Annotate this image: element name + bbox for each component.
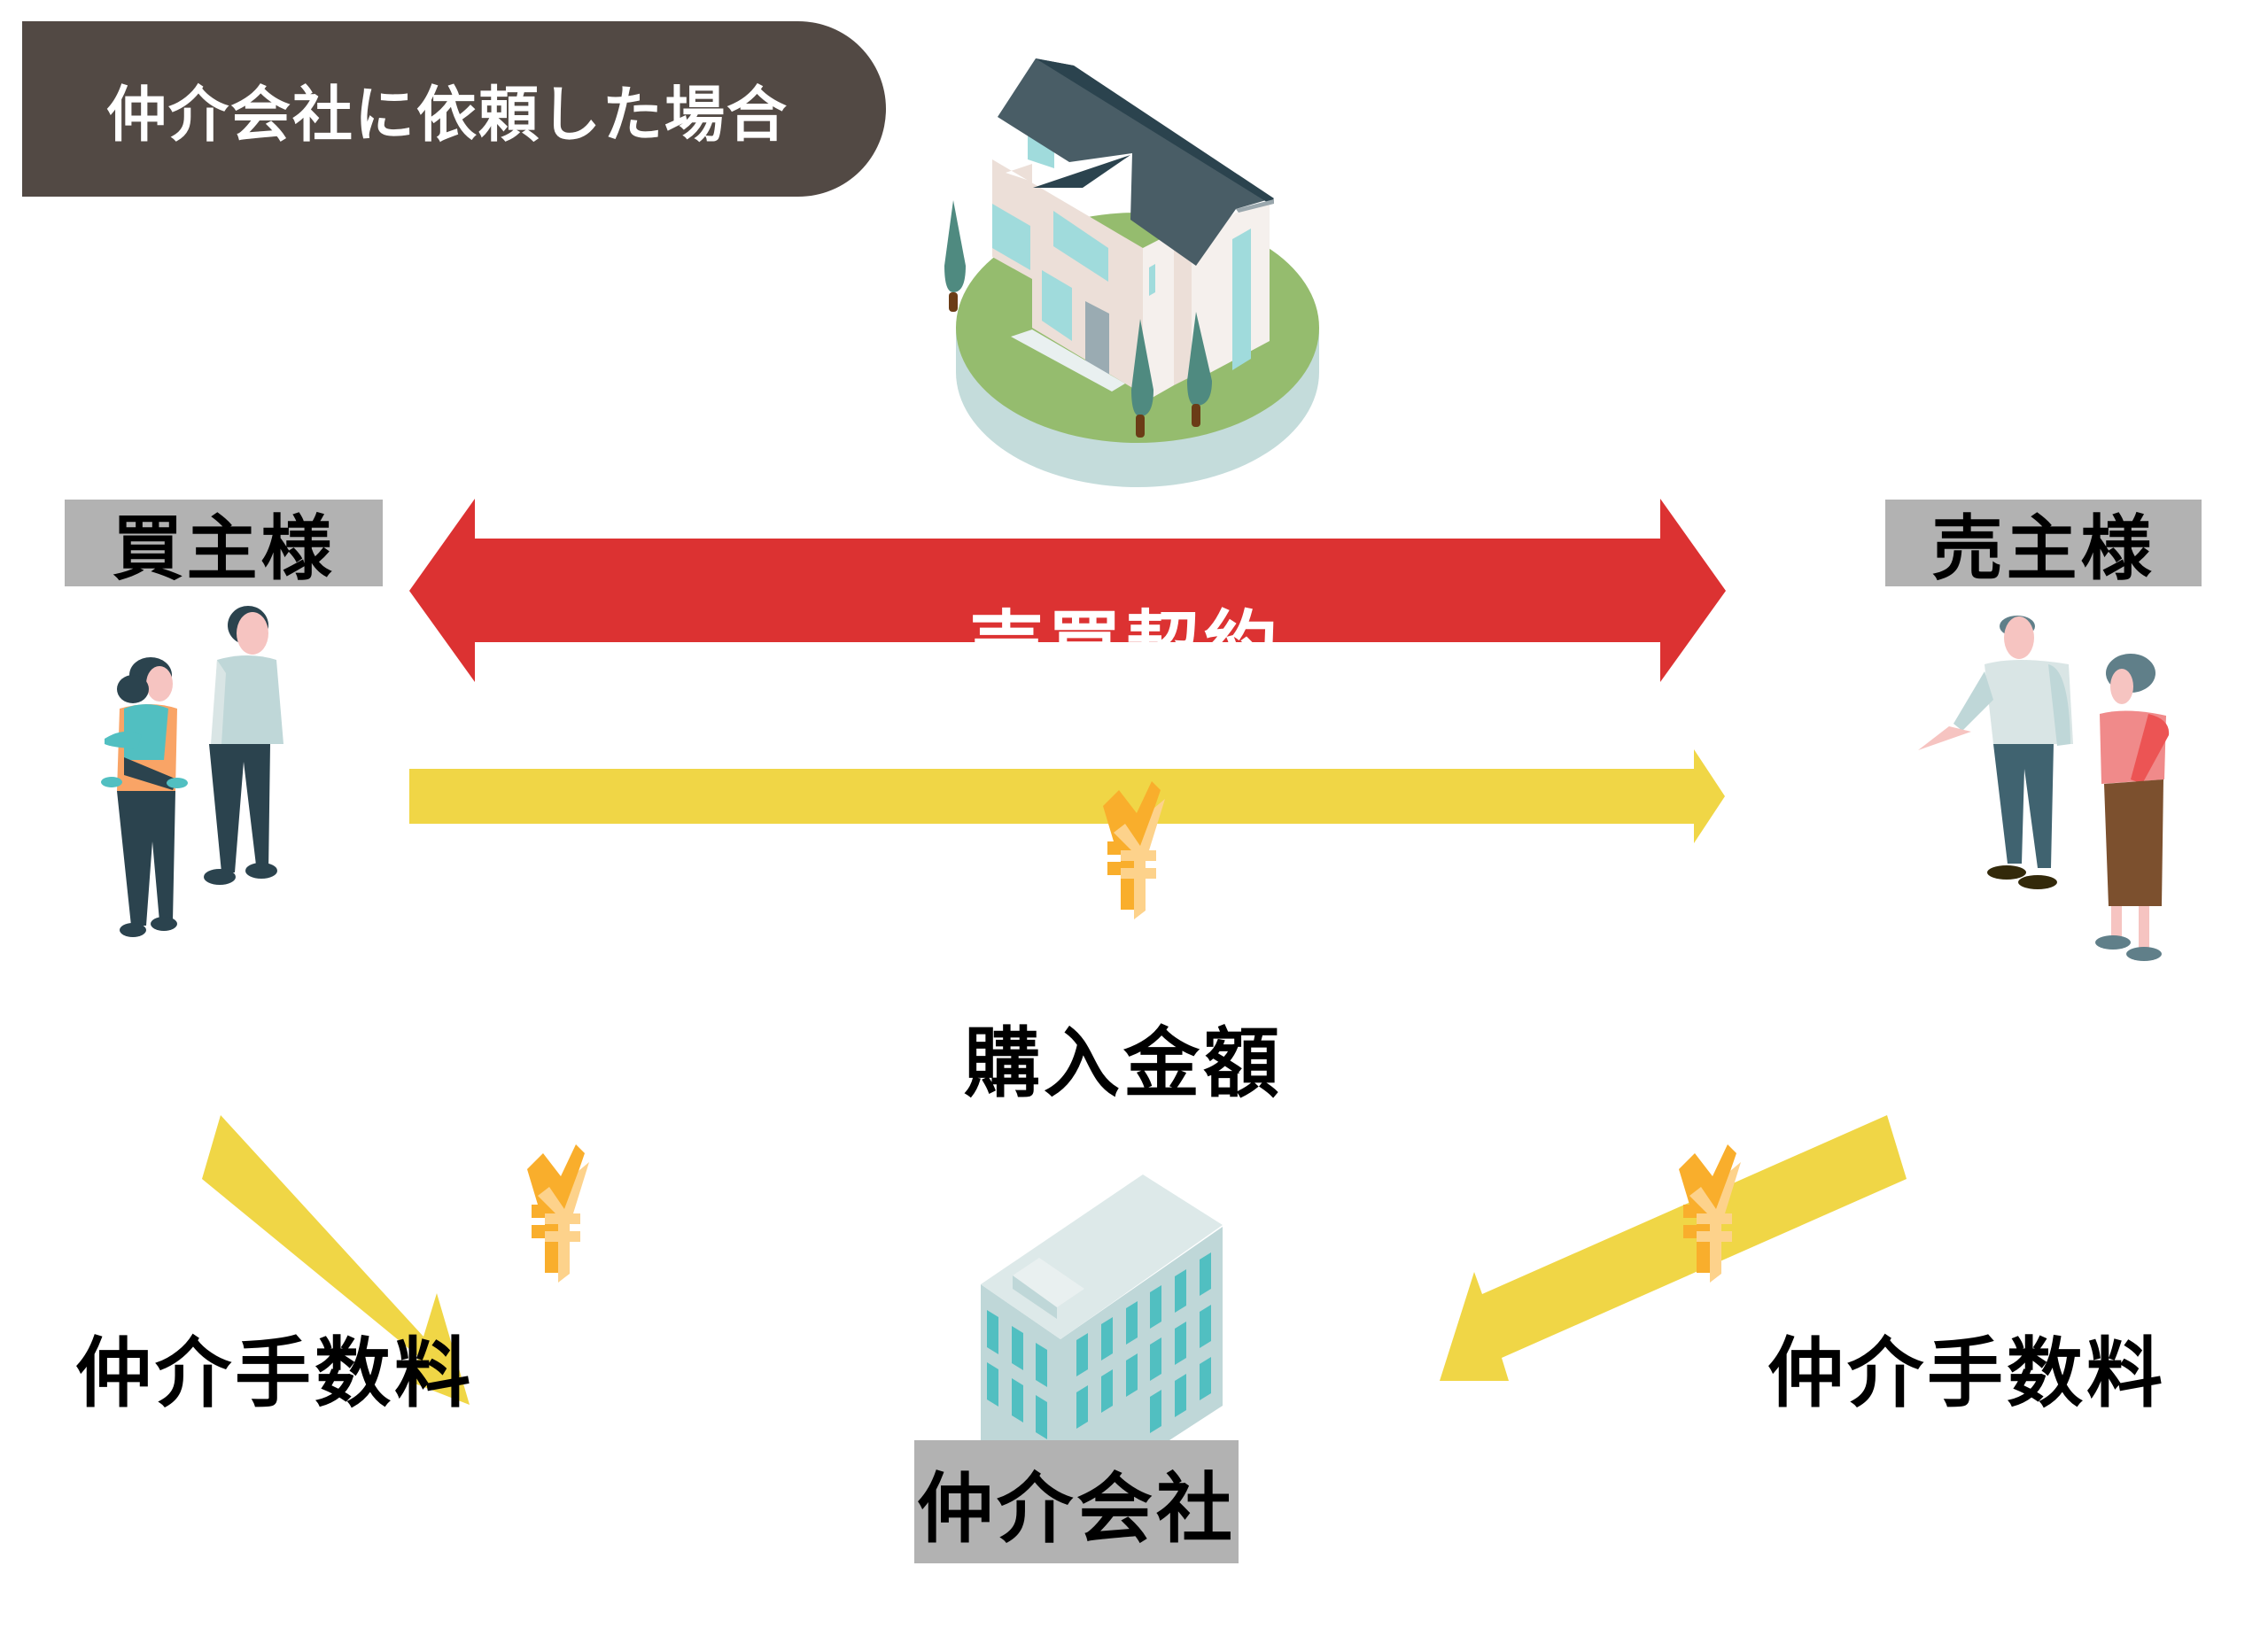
- buyer-family-icon: [101, 606, 284, 937]
- contract-label: 売買契約: [968, 602, 1281, 689]
- seller-fee-arrow: [1440, 1115, 1907, 1381]
- purchase-amount-arrow: [409, 749, 1725, 843]
- contract-double-arrow: [409, 499, 1726, 682]
- buyer-label: 買主様: [65, 500, 383, 590]
- yen-icon: [1679, 1144, 1741, 1283]
- seller-label: 売主様: [1885, 500, 2202, 590]
- buyer-fee-arrow: [202, 1115, 470, 1405]
- seller-couple-icon: [1918, 616, 2170, 961]
- agency-label: 仲介会社: [914, 1440, 1239, 1563]
- page-title: 仲介会社に依頼した場合: [22, 21, 886, 197]
- seller-fee-label: 仲介手数料: [1767, 1330, 2166, 1418]
- house-icon: [944, 58, 1319, 487]
- purchase-amount-label: 購入金額: [964, 1019, 1283, 1108]
- office-building-icon: [981, 1174, 1223, 1444]
- yen-icon: [527, 1144, 589, 1283]
- yen-icon: [1103, 781, 1165, 919]
- buyer-fee-label: 仲介手数料: [75, 1330, 474, 1418]
